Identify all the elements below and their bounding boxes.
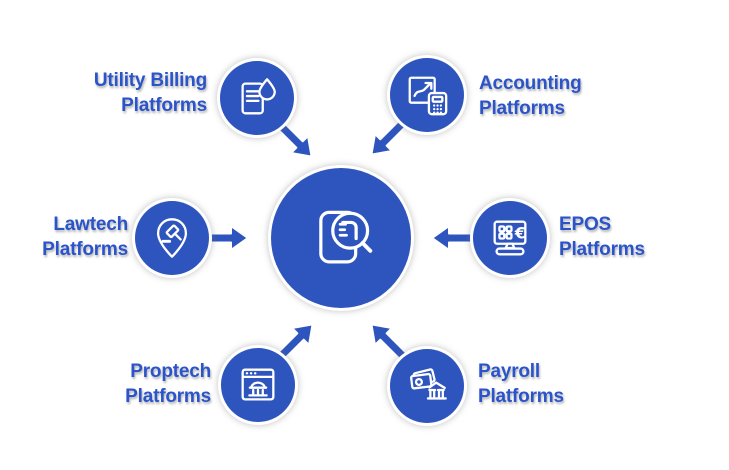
pos-terminal-euro-icon: €	[493, 220, 527, 256]
label-lawtech: Lawtech Platforms	[8, 212, 128, 262]
label-line: Platforms	[121, 95, 207, 116]
browser-building-icon	[241, 368, 275, 401]
label-line: Platforms	[559, 239, 645, 260]
banknotes-bank-icon	[410, 368, 447, 400]
label-proptech: Proptech Platforms	[61, 359, 211, 409]
node-payroll	[390, 349, 464, 423]
label-line: Platforms	[479, 98, 565, 119]
arrow-accounting-to-center	[370, 118, 408, 156]
label-accounting: Accounting Platforms	[479, 71, 659, 121]
label-line: Accounting	[479, 73, 582, 94]
label-line: Utility Billing	[93, 70, 207, 91]
label-line: Platforms	[478, 386, 564, 407]
node-proptech	[221, 348, 295, 422]
label-epos: EPOS Platforms	[559, 212, 699, 262]
label-line: Proptech	[130, 361, 211, 382]
arrow-utility-billing-to-center	[275, 120, 313, 158]
map-pin-gavel-icon	[156, 218, 188, 258]
label-line: Platforms	[42, 239, 128, 260]
euro-symbol: €	[514, 223, 526, 242]
label-line: EPOS	[559, 214, 611, 235]
node-lawtech	[135, 201, 209, 275]
label-payroll: Payroll Platforms	[478, 359, 628, 409]
arrow-proptech-to-center	[276, 323, 314, 361]
label-line: Lawtech	[53, 214, 128, 235]
arrow-epos-to-center	[431, 225, 478, 251]
node-epos: €	[473, 201, 547, 275]
label-utility-billing: Utility Billing Platforms	[27, 68, 207, 118]
label-line: Platforms	[125, 386, 211, 407]
node-utility-billing	[220, 61, 294, 135]
document-search-icon	[319, 210, 373, 264]
label-line: Payroll	[478, 361, 540, 382]
arrow-payroll-to-center	[370, 323, 408, 361]
center-node	[271, 168, 411, 308]
utility-bill-droplet-icon	[241, 78, 276, 115]
arrow-lawtech-to-center	[202, 225, 249, 251]
chart-calculator-icon	[408, 76, 448, 116]
node-accounting	[390, 58, 464, 132]
